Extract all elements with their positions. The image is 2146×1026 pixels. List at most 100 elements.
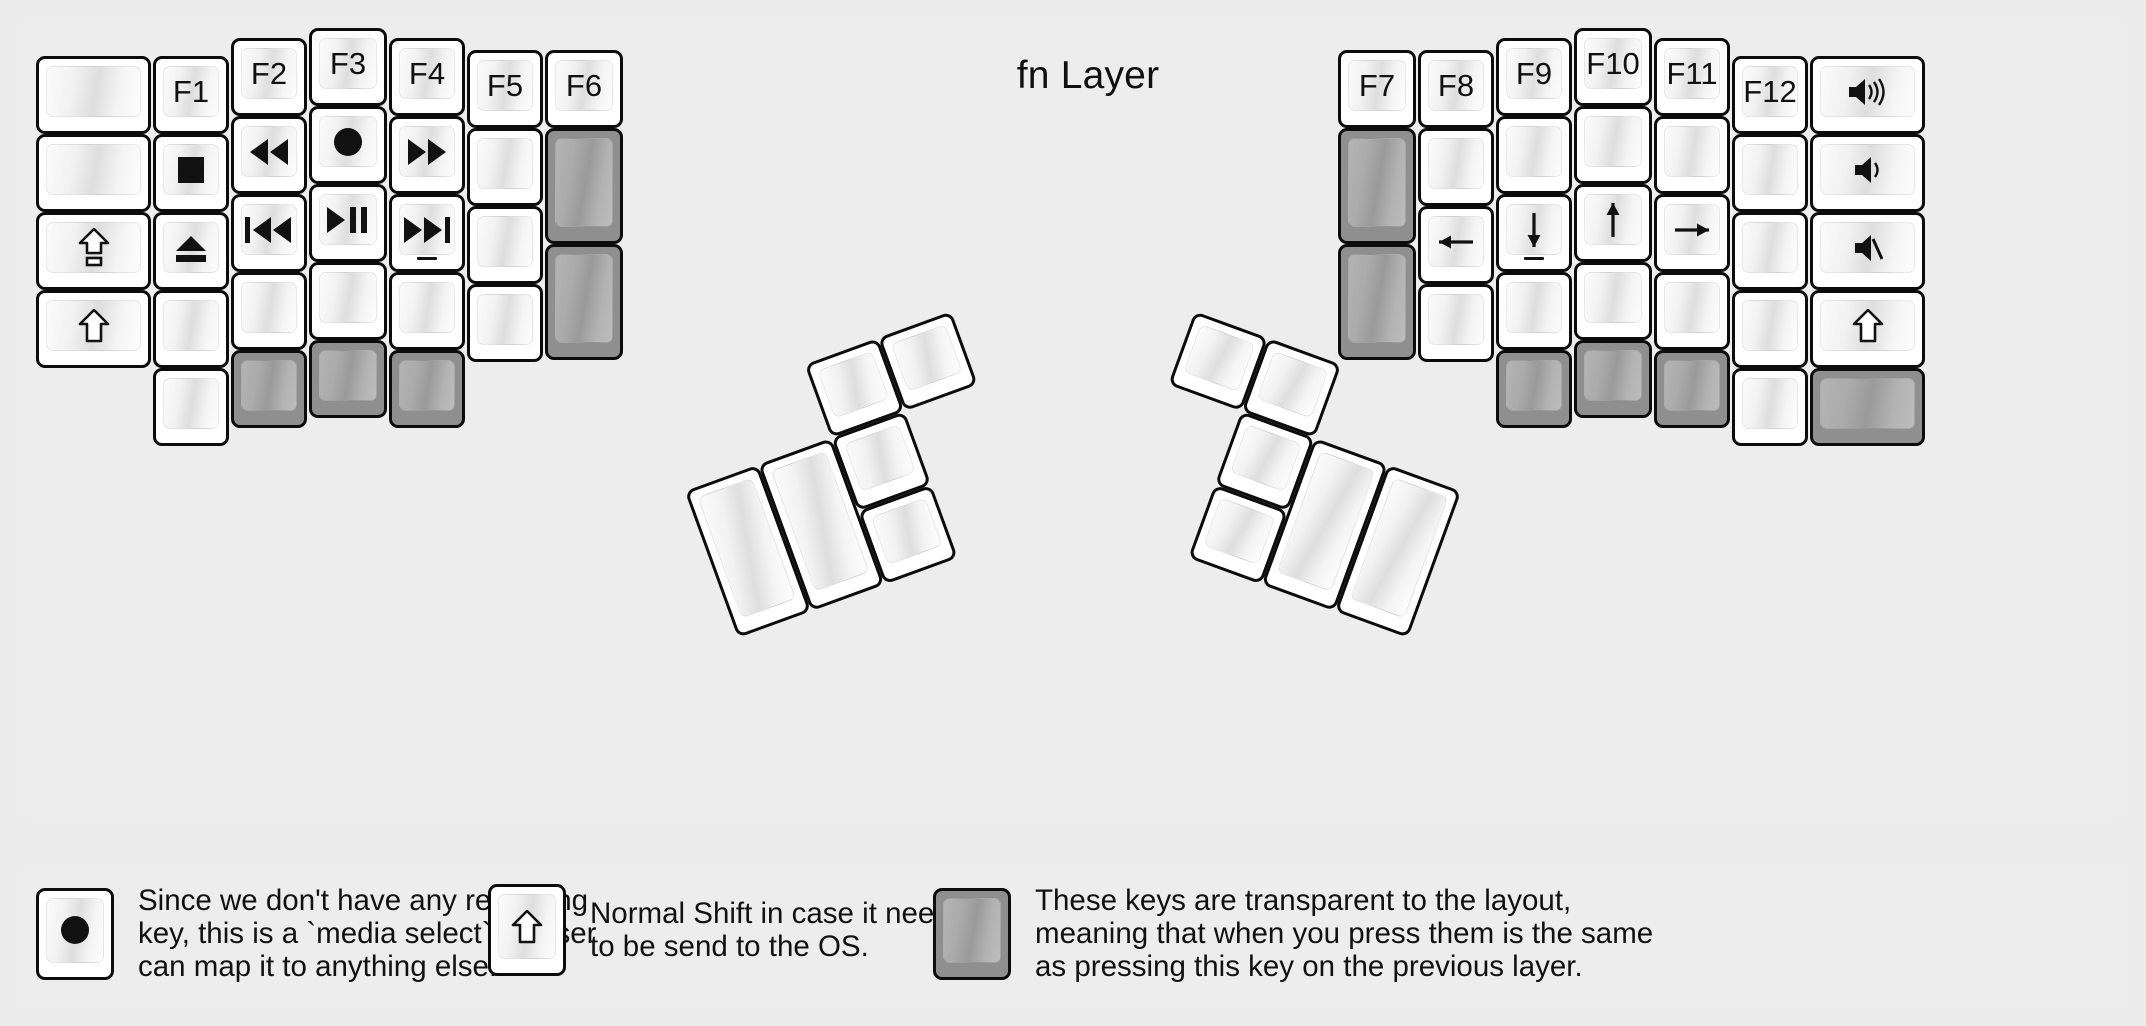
keycap-surface [1348, 138, 1406, 227]
right-pinky-outer-key-transparent[interactable] [1810, 368, 1925, 446]
left-pinky-key-blank[interactable] [153, 290, 229, 368]
right-pinky-key-blank[interactable] [1732, 290, 1808, 368]
left-ring-key-blank[interactable] [231, 272, 307, 350]
keycap-surface [890, 324, 963, 392]
right-pinky-outer-key-shift[interactable] [1810, 290, 1925, 368]
left-index-key-blank[interactable] [389, 272, 465, 350]
left-pinky-key-media-eject[interactable] [153, 212, 229, 290]
legend-item: Normal Shift in case it needs to be send… [488, 884, 965, 976]
right-middle-key-transparent[interactable] [1574, 340, 1652, 418]
volume-up-icon [1847, 77, 1889, 107]
right-pinky-outer-key-volume-mute[interactable] [1810, 212, 1925, 290]
left-pinky-key-media-stop[interactable] [153, 134, 229, 212]
legend-key-shift[interactable] [488, 884, 566, 976]
right-pinky-outer-key-volume-up[interactable] [1810, 56, 1925, 134]
arrow-down-icon [1521, 210, 1547, 250]
right-pinky-key-f12[interactable]: F12 [1732, 56, 1808, 134]
right-middle-key-blank[interactable] [1574, 262, 1652, 340]
legend-key-transparent[interactable] [933, 887, 1011, 980]
right-middle-key-blank[interactable] [1574, 106, 1652, 184]
right-inner-key-transparent[interactable] [1338, 128, 1416, 244]
keycap-surface: F10 [1584, 38, 1642, 89]
arrow-left-icon [1436, 229, 1476, 255]
key-label: F5 [486, 68, 524, 103]
keycap-surface [163, 300, 219, 351]
keycap-surface [241, 282, 297, 333]
legend-key-media-record[interactable] [36, 887, 114, 980]
keycap-surface [1506, 126, 1562, 177]
key-label: F1 [172, 74, 210, 109]
key-label: F12 [1743, 74, 1797, 109]
right-index-key-arrow-down[interactable] [1496, 194, 1572, 272]
keycap-surface [1820, 144, 1915, 195]
left-middle-key-media-record[interactable] [309, 106, 387, 184]
left-middle-key-f3[interactable]: F3 [309, 28, 387, 106]
left-index-key-media-next-track[interactable] [389, 194, 465, 272]
keycap-surface [1203, 497, 1276, 566]
right-index-inner-key-blank[interactable] [1418, 128, 1494, 206]
media-eject-icon [175, 234, 207, 262]
left-middle-key-blank[interactable] [309, 262, 387, 340]
left-pinky-outer-key-caps-lock[interactable] [36, 212, 151, 290]
shift-icon [1852, 308, 1884, 343]
right-inner-key-f7[interactable]: F7 [1338, 50, 1416, 128]
keycap-surface: F7 [1348, 60, 1406, 111]
keycap-surface [319, 350, 377, 401]
left-index-inner-key-blank[interactable] [467, 284, 543, 362]
keycap-surface [1584, 350, 1642, 401]
right-ring-key-transparent[interactable] [1654, 350, 1730, 428]
right-index-key-blank[interactable] [1496, 116, 1572, 194]
right-pinky-key-blank[interactable] [1732, 134, 1808, 212]
left-inner-key-transparent[interactable] [545, 244, 623, 360]
right-pinky-outer-key-volume-down[interactable] [1810, 134, 1925, 212]
keycap-surface [1742, 378, 1798, 429]
right-middle-key-f10[interactable]: F10 [1574, 28, 1652, 106]
right-ring-key-blank[interactable] [1654, 116, 1730, 194]
caps-lock-icon [78, 227, 110, 268]
right-ring-key-arrow-right[interactable] [1654, 194, 1730, 272]
keycap-surface: F2 [241, 48, 297, 99]
left-index-key-media-fast-forward[interactable] [389, 116, 465, 194]
right-index-inner-key-arrow-left[interactable] [1418, 206, 1494, 284]
keycap-surface [1742, 144, 1798, 195]
right-index-key-blank[interactable] [1496, 272, 1572, 350]
right-index-inner-key-blank[interactable] [1418, 284, 1494, 362]
left-index-inner-key-blank[interactable] [467, 206, 543, 284]
left-index-inner-key-blank[interactable] [467, 128, 543, 206]
arrow-up-icon [1600, 200, 1626, 240]
right-index-key-f9[interactable]: F9 [1496, 38, 1572, 116]
keycap-surface [1664, 126, 1720, 177]
left-index-inner-key-f5[interactable]: F5 [467, 50, 543, 128]
left-pinky-outer-key-shift[interactable] [36, 290, 151, 368]
right-ring-key-blank[interactable] [1654, 272, 1730, 350]
left-ring-key-transparent[interactable] [231, 350, 307, 428]
left-ring-key-media-prev-track[interactable] [231, 194, 307, 272]
left-inner-key-f6[interactable]: F6 [545, 50, 623, 128]
keycap-surface [477, 294, 533, 345]
left-inner-key-transparent[interactable] [545, 128, 623, 244]
left-pinky-outer-key-blank[interactable] [36, 134, 151, 212]
left-ring-key-media-rewind[interactable] [231, 116, 307, 194]
left-index-key-transparent[interactable] [389, 350, 465, 428]
media-next-track-icon [403, 216, 451, 243]
keycap-surface [319, 194, 377, 245]
left-index-key-f4[interactable]: F4 [389, 38, 465, 116]
left-middle-key-media-play-pause[interactable] [309, 184, 387, 262]
right-ring-key-f11[interactable]: F11 [1654, 38, 1730, 116]
left-pinky-outer-key-blank[interactable] [36, 56, 151, 134]
right-index-key-transparent[interactable] [1496, 350, 1572, 428]
right-middle-key-arrow-up[interactable] [1574, 184, 1652, 262]
left-pinky-key-f1[interactable]: F1 [153, 56, 229, 134]
left-ring-key-f2[interactable]: F2 [231, 38, 307, 116]
left-middle-key-transparent[interactable] [309, 340, 387, 418]
key-label: F4 [408, 56, 446, 91]
right-index-inner-key-f8[interactable]: F8 [1418, 50, 1494, 128]
keycap-surface [163, 144, 219, 195]
left-pinky-key-blank[interactable] [153, 368, 229, 446]
right-inner-key-transparent[interactable] [1338, 244, 1416, 360]
right-pinky-key-blank[interactable] [1732, 368, 1808, 446]
keycap-surface [1584, 272, 1642, 323]
keycap-surface [1229, 424, 1302, 492]
right-pinky-key-blank[interactable] [1732, 212, 1808, 290]
keycap-surface: F3 [319, 38, 377, 89]
